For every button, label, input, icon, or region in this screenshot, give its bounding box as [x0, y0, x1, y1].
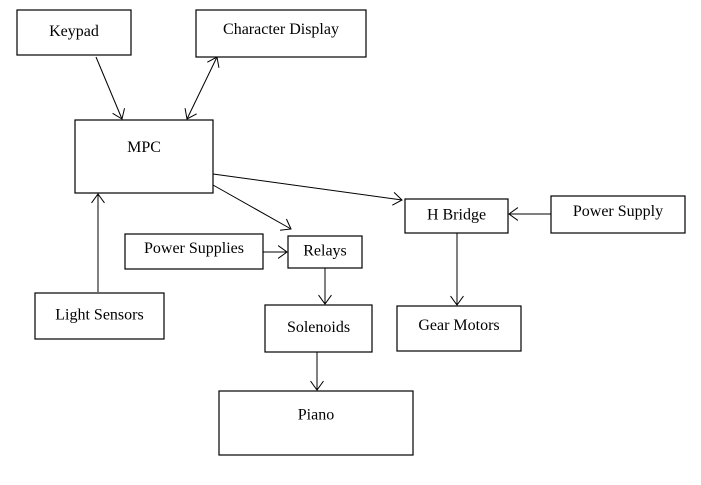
connector-line — [212, 173, 403, 201]
block-box — [287, 235, 363, 269]
block-keypad: Keypad — [16, 9, 132, 56]
block-label: Power Supplies — [144, 240, 244, 257]
block-box — [396, 305, 522, 352]
connector-line — [95, 56, 123, 120]
arrowhead-icon — [277, 245, 288, 259]
block-label: Solenoids — [287, 319, 350, 336]
block-label: Relays — [303, 243, 347, 260]
block-power-supply: Power Supply — [550, 195, 686, 234]
block-box — [264, 304, 373, 353]
arrowhead-icon — [280, 218, 292, 231]
block-mpc: MPC — [74, 119, 214, 194]
block-piano: Piano — [218, 390, 414, 456]
connector-line — [186, 56, 218, 120]
arrowhead-icon — [310, 380, 324, 391]
block-label: MPC — [127, 139, 161, 156]
block-solenoids: Solenoids — [264, 304, 373, 353]
block-box — [550, 195, 686, 234]
block-box — [16, 9, 132, 56]
block-h-bridge: H Bridge — [404, 198, 509, 234]
block-label: H Bridge — [427, 207, 486, 224]
arrow-mpc-to-character-display — [184, 56, 220, 120]
block-label: Power Supply — [573, 203, 663, 220]
arrow-mpc-to-relays — [212, 184, 292, 231]
block-label: Keypad — [49, 23, 99, 40]
arrowhead-icon — [392, 192, 403, 206]
block-box — [195, 9, 367, 58]
block-box — [218, 390, 414, 456]
arrowhead-icon — [207, 56, 220, 68]
block-label: Character Display — [223, 21, 339, 38]
block-box — [124, 233, 264, 270]
block-label: Light Sensors — [55, 307, 143, 324]
block-character-display: Character Display — [195, 9, 367, 58]
connector-line — [212, 184, 292, 230]
block-box — [74, 119, 214, 194]
arrowhead-icon — [112, 108, 126, 120]
block-power-supplies: Power Supplies — [124, 233, 264, 270]
block-relays: Relays — [287, 235, 363, 269]
block-light-sensors: Light Sensors — [34, 292, 165, 340]
arrowhead-icon — [91, 193, 105, 204]
block-box — [34, 292, 165, 340]
block-box — [404, 198, 509, 234]
arrow-relays-to-solenoids — [318, 268, 332, 305]
block-gear-motors: Gear Motors — [396, 305, 522, 352]
arrowhead-icon — [508, 207, 519, 221]
arrow-mpc-to-h-bridge — [212, 173, 403, 206]
arrow-power-supply-to-h-bridge — [508, 207, 551, 221]
arrow-solenoids-to-piano — [310, 352, 324, 391]
block-label: Gear Motors — [418, 317, 499, 334]
arrowhead-icon — [318, 294, 332, 305]
arrowhead-icon — [450, 295, 464, 306]
arrow-h-bridge-to-gear-motors — [450, 233, 464, 306]
arrow-light-sensors-to-mpc — [91, 193, 105, 292]
arrowhead-icon — [184, 108, 197, 120]
arrow-power-supplies-to-relays — [263, 245, 288, 259]
arrow-keypad-to-mpc — [95, 56, 126, 120]
block-label: Piano — [298, 407, 334, 424]
